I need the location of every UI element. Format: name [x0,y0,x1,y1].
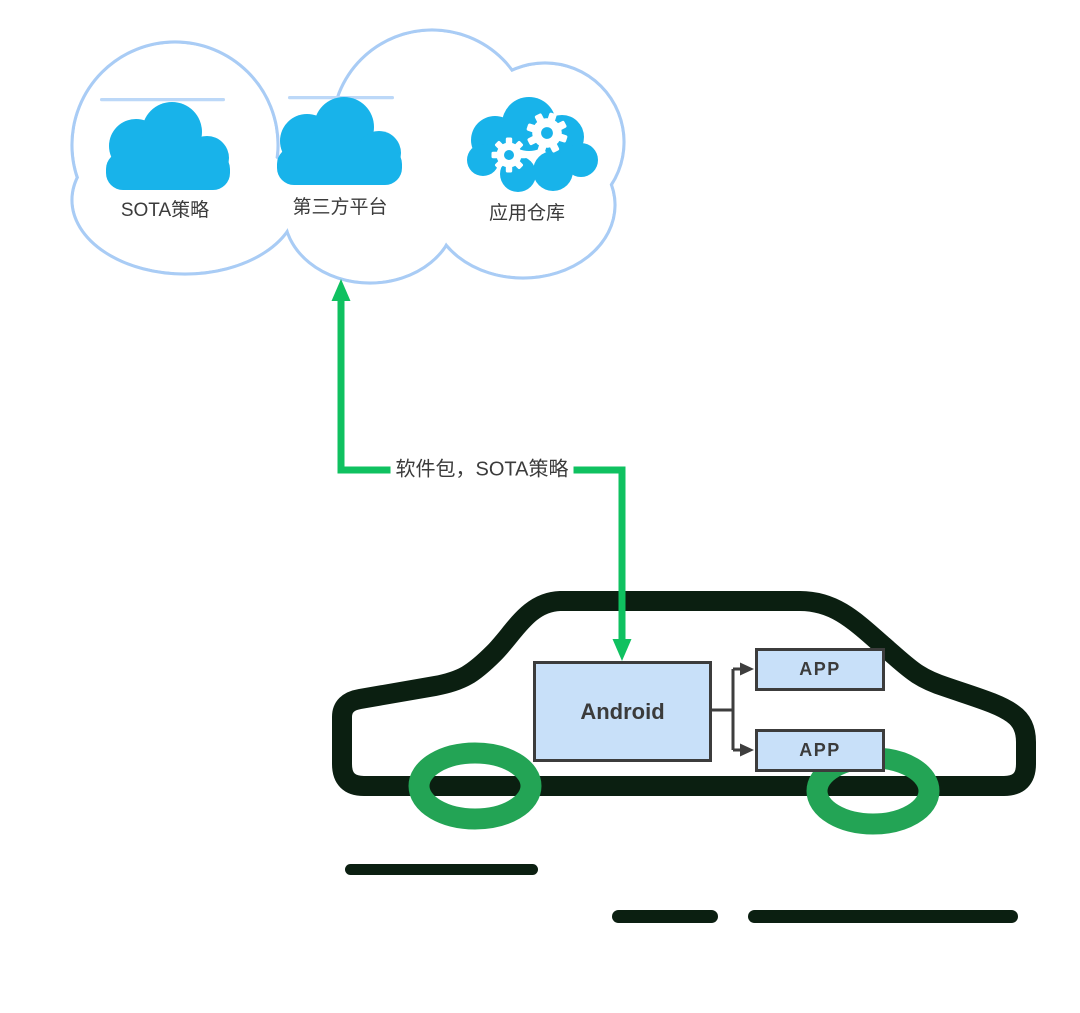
cloud-icon [277,97,402,185]
cloud-gears-icon [467,97,598,192]
app-box-1: APP [755,648,885,691]
transfer-label: 软件包，SOTA策略 [390,456,574,484]
arrow-up-icon [331,279,351,301]
cloud-icon [106,102,230,190]
arrow-down-icon [612,639,632,661]
cloud-service-label-third-party: 第三方平台 [292,197,388,218]
arrow-right-icon [740,662,754,676]
arrow-right-icon [740,743,754,757]
ground-line [345,864,538,875]
car-outline [332,591,1036,796]
android-box: Android [533,661,712,762]
ground-line [748,910,1018,923]
android-app-connectors [708,662,754,757]
front-wheel [408,742,542,830]
cloud-service-label-app-repo: 应用仓库 [488,203,566,224]
cloud-inner-arc [100,98,225,102]
gear-icon [491,137,527,173]
app-box-2: APP [755,729,885,772]
ground-line [612,910,718,923]
cloud-service-label-sota: SOTA策略 [120,200,210,221]
gear-icon [526,112,568,154]
